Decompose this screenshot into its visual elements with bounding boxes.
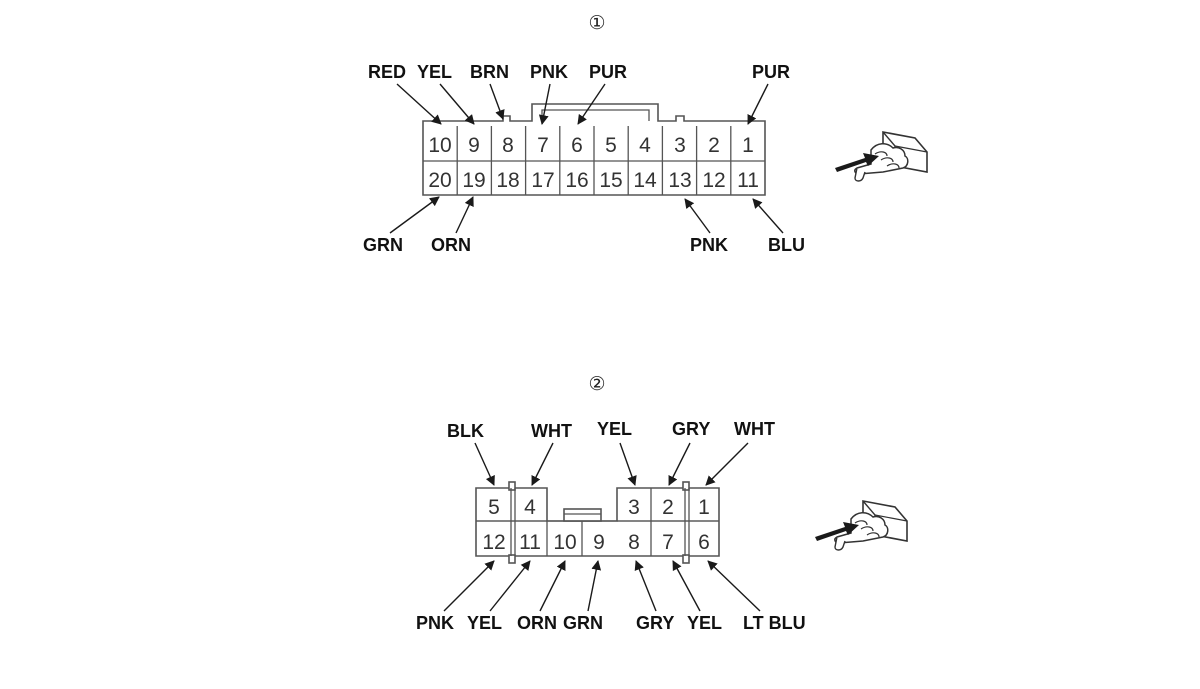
leader-arrow bbox=[668, 442, 691, 486]
connector-2-grid bbox=[476, 488, 719, 556]
connector-1-top-pins: 10 9 8 7 6 5 4 3 2 1 bbox=[428, 134, 754, 157]
leader-arrow bbox=[619, 442, 637, 486]
wire-label: LT BLU bbox=[743, 613, 806, 633]
leader-arrow bbox=[489, 560, 531, 612]
pin-number: 10 bbox=[428, 134, 451, 157]
pin-number: 8 bbox=[628, 531, 640, 554]
connector-2-marker: ② bbox=[588, 373, 605, 395]
wire-label: ORN bbox=[517, 613, 557, 633]
connector-2: ② 5 4 3 2 1 12 bbox=[416, 373, 908, 633]
leader-arrow bbox=[443, 560, 495, 612]
wire-label: PNK bbox=[416, 613, 454, 633]
pin-number: 6 bbox=[571, 134, 583, 157]
leader-arrow bbox=[684, 198, 711, 234]
wire-label: ORN bbox=[431, 235, 471, 255]
pin-number: 1 bbox=[742, 134, 754, 157]
pin-number: 16 bbox=[565, 169, 588, 192]
leader-arrow bbox=[577, 83, 606, 125]
connector-2-wire-labels: BLK WHT YEL GRY WHT PNK YEL ORN GRN GRY … bbox=[416, 419, 806, 633]
pin-number: 19 bbox=[462, 169, 485, 192]
pin-number: 20 bbox=[428, 169, 451, 192]
pin-number: 10 bbox=[553, 531, 576, 554]
pin-number: 17 bbox=[531, 169, 554, 192]
connector-2-latch-right bbox=[682, 481, 690, 491]
leader-arrow bbox=[489, 83, 505, 120]
hand-plug-view-icon bbox=[835, 131, 928, 182]
wire-label: PNK bbox=[530, 62, 568, 82]
leader-arrow bbox=[707, 560, 761, 612]
wire-label: GRY bbox=[636, 613, 674, 633]
hand-plug-view-icon bbox=[815, 500, 908, 551]
connector-1-wire-labels: RED YEL BRN PNK PUR PUR GRN ORN PNK BLU bbox=[363, 62, 805, 255]
pin-number: 12 bbox=[482, 531, 505, 554]
wire-label: YEL bbox=[417, 62, 452, 82]
connector-1-leaders bbox=[389, 83, 784, 234]
wire-label: PUR bbox=[752, 62, 790, 82]
pin-number: 15 bbox=[599, 169, 622, 192]
wire-label: YEL bbox=[467, 613, 502, 633]
wire-label: BRN bbox=[470, 62, 509, 82]
leader-arrow bbox=[672, 560, 701, 612]
connector-1-marker: ① bbox=[588, 12, 605, 34]
pin-number: 3 bbox=[674, 134, 686, 157]
connector-2-foot-left bbox=[508, 554, 516, 564]
wire-label: YEL bbox=[687, 613, 722, 633]
connector-1-bottom-pins: 20 19 18 17 16 15 14 13 12 11 bbox=[428, 169, 759, 192]
pin-number: 4 bbox=[524, 496, 536, 519]
wire-label: BLK bbox=[447, 421, 484, 441]
leader-arrow bbox=[531, 442, 554, 486]
pin-number: 9 bbox=[468, 134, 480, 157]
connector-1: ① 10 9 8 7 6 5 4 3 2 1 bbox=[363, 12, 928, 255]
leader-arrow bbox=[389, 196, 440, 234]
leader-arrow bbox=[474, 442, 495, 486]
wire-label: PUR bbox=[589, 62, 627, 82]
pin-number: 3 bbox=[628, 496, 640, 519]
wire-label: PNK bbox=[690, 235, 728, 255]
connector-1-grid bbox=[423, 126, 765, 195]
pin-number: 18 bbox=[496, 169, 519, 192]
leader-arrow bbox=[705, 442, 749, 486]
wire-label: BLU bbox=[768, 235, 805, 255]
pin-number: 11 bbox=[519, 531, 541, 554]
pin-number: 6 bbox=[698, 531, 710, 554]
pin-number: 4 bbox=[639, 134, 651, 157]
leader-arrow bbox=[587, 560, 602, 612]
leader-arrow bbox=[539, 560, 566, 612]
pin-number: 2 bbox=[662, 496, 674, 519]
pin-number: 14 bbox=[633, 169, 657, 192]
leader-arrow bbox=[439, 83, 475, 125]
pin-number: 13 bbox=[668, 169, 691, 192]
pin-number: 7 bbox=[662, 531, 674, 554]
wire-label: WHT bbox=[734, 419, 775, 439]
leader-arrow bbox=[396, 83, 442, 125]
connector-2-top-pins: 5 4 3 2 1 bbox=[488, 496, 710, 519]
connector-2-center-tab bbox=[563, 508, 602, 522]
connector-2-bottom-pins: 12 11 10 9 8 7 6 bbox=[482, 531, 710, 554]
wire-label: GRY bbox=[672, 419, 710, 439]
leader-arrow bbox=[747, 83, 769, 125]
connector-2-latch-left bbox=[508, 481, 516, 491]
wire-label: GRN bbox=[363, 235, 403, 255]
pin-number: 5 bbox=[488, 496, 500, 519]
wire-label: RED bbox=[368, 62, 406, 82]
pin-number: 12 bbox=[702, 169, 725, 192]
leader-arrow bbox=[455, 196, 474, 234]
wire-label: GRN bbox=[563, 613, 603, 633]
connector-2-leaders bbox=[443, 442, 761, 612]
pin-number: 5 bbox=[605, 134, 617, 157]
wire-label: YEL bbox=[597, 419, 632, 439]
pin-number: 9 bbox=[593, 531, 605, 554]
leader-arrow bbox=[752, 198, 784, 234]
pin-number: 2 bbox=[708, 134, 720, 157]
connector-2-foot-right bbox=[682, 554, 690, 564]
leader-arrow bbox=[538, 83, 551, 125]
leader-arrow bbox=[634, 560, 657, 612]
pin-number: 8 bbox=[502, 134, 514, 157]
pin-number: 1 bbox=[698, 496, 710, 519]
pin-number: 7 bbox=[537, 134, 549, 157]
pin-number: 11 bbox=[737, 169, 759, 192]
wire-label: WHT bbox=[531, 421, 572, 441]
